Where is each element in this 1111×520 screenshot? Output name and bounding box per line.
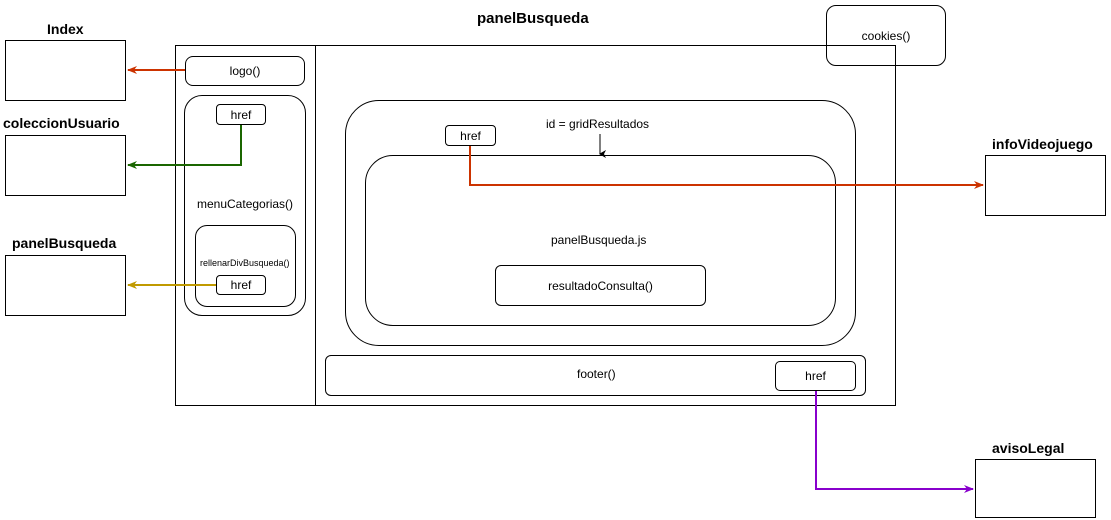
grid-href-label: href xyxy=(460,128,481,143)
cookies-label: cookies() xyxy=(861,28,911,43)
resultado-consulta-box: resultadoConsulta() xyxy=(495,265,706,306)
logo-label: logo() xyxy=(229,64,261,78)
panel-js-label: panelBusqueda.js xyxy=(551,233,647,247)
rellenar-label: rellenarDivBusqueda() xyxy=(200,258,290,268)
target-aviso-box xyxy=(975,459,1096,518)
target-info-box xyxy=(985,155,1106,216)
footer-href-box: href xyxy=(775,361,856,391)
target-index-title: Index xyxy=(47,21,84,37)
target-index-box xyxy=(5,40,126,101)
footer-href-label: href xyxy=(805,369,826,383)
target-aviso-title: avisoLegal xyxy=(992,440,1065,456)
rellenar-href-label: href xyxy=(230,278,252,292)
footer-label: footer() xyxy=(577,367,616,381)
grid-resultados-box xyxy=(345,100,856,346)
sidebar-divider xyxy=(315,45,316,406)
diagram-title: panelBusqueda xyxy=(477,10,589,27)
rellenar-href-box: href xyxy=(216,275,266,295)
page-frame xyxy=(175,45,896,406)
logo-box: logo() xyxy=(185,56,305,86)
cookies-box: cookies() xyxy=(826,5,946,66)
resultado-consulta-label: resultadoConsulta() xyxy=(548,278,653,293)
target-coleccion-box xyxy=(5,135,126,196)
menu-categorias-label: menuCategorias() xyxy=(197,197,294,211)
target-panel-title: panelBusqueda xyxy=(12,235,117,251)
grid-href-box: href xyxy=(445,125,496,146)
target-panel-box xyxy=(5,255,126,316)
target-info-title: infoVideojuego xyxy=(992,136,1093,152)
menu-href-box: href xyxy=(216,104,266,125)
grid-id-label: id = gridResultados xyxy=(546,117,650,131)
target-coleccion-title: coleccionUsuario xyxy=(3,115,120,131)
menu-href-label: href xyxy=(230,107,252,122)
